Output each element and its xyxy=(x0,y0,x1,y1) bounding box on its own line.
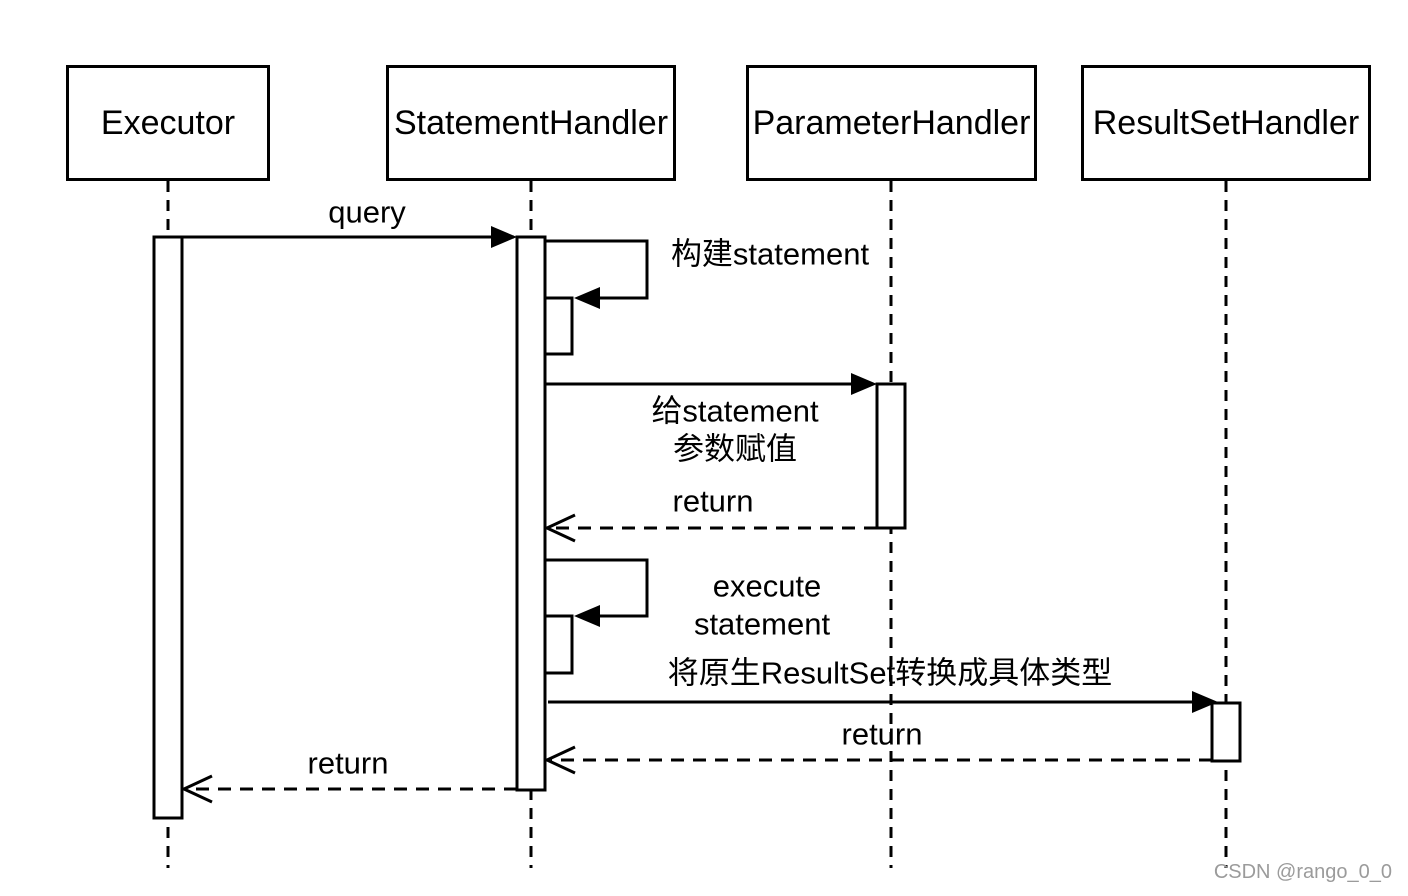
message-label-query: query xyxy=(328,194,406,230)
message-label-set-params-line1: 给statement xyxy=(651,393,819,429)
selfcall-build-statement-line xyxy=(545,239,649,300)
message-label-execute-line1: execute xyxy=(712,568,822,604)
actor-box-resultsethandler: ResultSetHandler xyxy=(1081,65,1371,181)
actor-box-statementhandler: StatementHandler xyxy=(386,65,676,181)
selfcall-execute-statement-head xyxy=(574,605,600,627)
activation-parameterhandler xyxy=(875,382,907,530)
message-label-return-parameterhandler: return xyxy=(672,483,754,519)
activation-executor xyxy=(152,235,184,820)
message-label-return-resultsethandler: return xyxy=(841,716,923,752)
selfcall-build-statement-head xyxy=(574,287,600,309)
actor-box-executor: Executor xyxy=(66,65,270,181)
return-parameterhandler-head xyxy=(543,513,576,543)
activation-statementhandler-nested-2 xyxy=(543,614,574,675)
actor-label-executor: Executor xyxy=(100,103,236,142)
message-label-return-executor: return xyxy=(307,745,389,781)
arrow-convert-resultset-head xyxy=(1192,691,1218,713)
activation-resultsethandler xyxy=(1210,701,1242,763)
activation-statementhandler xyxy=(515,235,547,792)
actor-label-parameterhandler: ParameterHandler xyxy=(752,103,1031,142)
activation-statementhandler-nested-1 xyxy=(543,296,574,356)
actor-box-parameterhandler: ParameterHandler xyxy=(746,65,1037,181)
arrow-query-head xyxy=(491,226,517,248)
actor-label-resultsethandler: ResultSetHandler xyxy=(1092,103,1360,142)
return-executor-head xyxy=(180,774,213,804)
message-label-execute-line2: statement xyxy=(693,606,831,642)
message-label-set-params-line2: 参数赋值 xyxy=(673,431,797,467)
message-label-convert-resultset: 将原生ResultSet转换成具体类型 xyxy=(667,655,1113,691)
selfcall-execute-statement-line xyxy=(545,558,649,618)
message-label-build-statement: 构建statement xyxy=(670,236,870,272)
csdn-watermark: CSDN @rango_0_0 xyxy=(1213,861,1392,883)
return-resultsethandler-head xyxy=(543,745,576,775)
actor-label-statementhandler: StatementHandler xyxy=(393,103,669,142)
arrow-set-params-head xyxy=(851,373,877,395)
